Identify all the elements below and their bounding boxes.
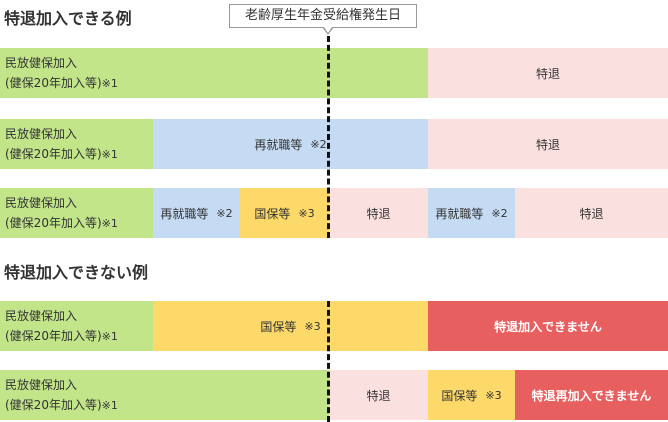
- segment-label: 特退: [366, 206, 391, 221]
- heading-possible-examples: 特退加入できる例: [4, 9, 132, 28]
- segment-label: 再就職等: [435, 206, 484, 221]
- segment-label: 民放健保加入: [5, 308, 78, 323]
- example-row-2: 民放健保加入 (健保20年加入等)※1 再就職等 ※2 特退: [0, 119, 668, 169]
- health-insurance-segment: 民放健保加入 (健保20年加入等)※1: [0, 370, 329, 420]
- segment-label: (健保20年加入等): [5, 215, 102, 230]
- segment-label: (健保20年加入等): [5, 146, 102, 161]
- national-insurance-segment: 国保等 ※3: [153, 301, 428, 351]
- heading-impossible-examples: 特退加入できない例: [4, 263, 149, 282]
- cannot-rejoin-segment: 特退再加入できません: [515, 370, 668, 420]
- example-row-5: 民放健保加入 (健保20年加入等)※1 特退 国保等 ※3 特退再加入できません: [0, 370, 668, 420]
- segment-label: 特退加入できません: [494, 319, 602, 334]
- note-marker: ※2: [491, 206, 508, 220]
- tokutai-segment: 特退: [329, 188, 428, 238]
- segment-label: 特退: [535, 137, 560, 152]
- national-insurance-segment: 国保等 ※3: [428, 370, 515, 420]
- segment-label: (健保20年加入等): [5, 328, 102, 343]
- health-insurance-segment: 民放健保加入 (健保20年加入等)※1: [0, 188, 153, 238]
- reemployment-segment: 再就職等 ※2: [428, 188, 515, 238]
- segment-label: 民放健保加入: [5, 55, 78, 70]
- national-insurance-segment: 国保等 ※3: [240, 188, 329, 238]
- note-marker: ※1: [101, 76, 118, 90]
- segment-label: 民放健保加入: [5, 377, 78, 392]
- note-marker: ※1: [101, 147, 118, 161]
- health-insurance-segment: 民放健保加入 (健保20年加入等)※1: [0, 301, 153, 351]
- note-marker: ※1: [101, 329, 118, 343]
- cannot-join-segment: 特退加入できません: [428, 301, 668, 351]
- note-marker: ※2: [310, 137, 327, 151]
- segment-label: 再就職等: [254, 137, 303, 152]
- note-marker: ※3: [298, 206, 315, 220]
- note-marker: ※3: [485, 388, 502, 402]
- segment-label: 民放健保加入: [5, 195, 78, 210]
- segment-label: 特退再加入できません: [531, 388, 652, 403]
- tokutai-segment: 特退: [428, 48, 668, 98]
- entitlement-date-line-upper: [327, 36, 330, 238]
- segment-label: (健保20年加入等): [5, 397, 102, 412]
- segment-label: (健保20年加入等): [5, 75, 102, 90]
- segment-label: 再就職等: [160, 206, 209, 221]
- segment-label: 国保等: [254, 206, 291, 221]
- tokutai-segment: 特退: [515, 188, 668, 238]
- tokutai-segment: 特退: [329, 370, 428, 420]
- segment-label: 国保等: [260, 319, 297, 334]
- segment-label: 特退: [579, 206, 604, 221]
- segment-label: 特退: [366, 388, 391, 403]
- example-row-1: 民放健保加入 (健保20年加入等)※1 特退: [0, 48, 668, 98]
- note-marker: ※1: [101, 216, 118, 230]
- segment-label: 特退: [535, 66, 560, 81]
- entitlement-date-line-lower: [327, 301, 330, 422]
- reemployment-segment: 再就職等 ※2: [153, 119, 428, 169]
- segment-label: 民放健保加入: [5, 126, 78, 141]
- health-insurance-segment: 民放健保加入 (健保20年加入等)※1: [0, 48, 428, 98]
- pension-entitlement-date-callout: 老齢厚生年金受給権発生日: [229, 4, 417, 28]
- reemployment-segment: 再就職等 ※2: [153, 188, 240, 238]
- note-marker: ※1: [101, 398, 118, 412]
- example-row-3: 民放健保加入 (健保20年加入等)※1 再就職等 ※2 国保等 ※3 特退 再就職等…: [0, 188, 668, 238]
- tokutai-segment: 特退: [428, 119, 668, 169]
- segment-label: 国保等: [441, 388, 478, 403]
- note-marker: ※2: [216, 206, 233, 220]
- note-marker: ※3: [304, 319, 321, 333]
- example-row-4: 民放健保加入 (健保20年加入等)※1 国保等 ※3 特退加入できません: [0, 301, 668, 351]
- health-insurance-segment: 民放健保加入 (健保20年加入等)※1: [0, 119, 153, 169]
